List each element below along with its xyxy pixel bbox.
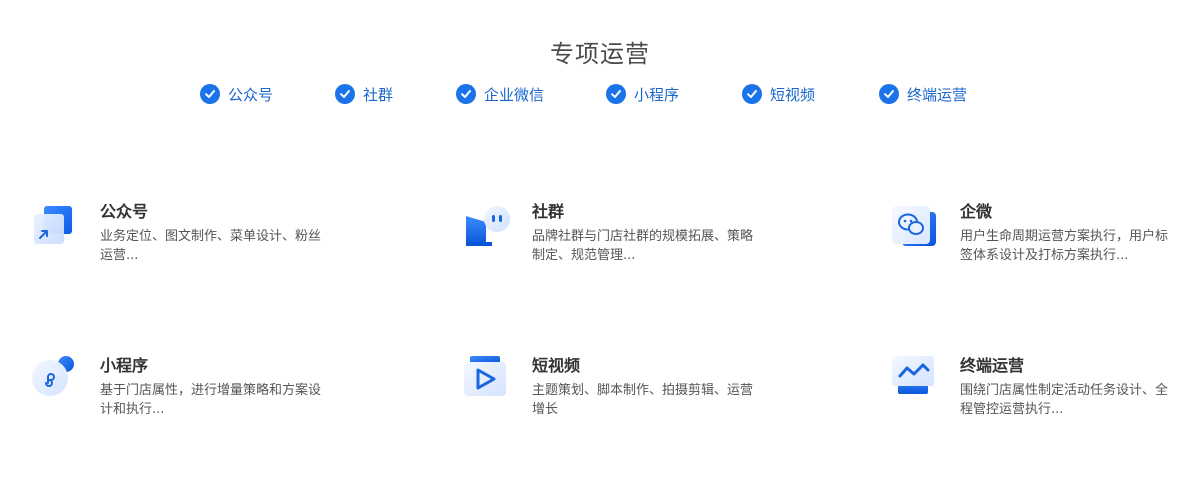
card-title: 短视频 <box>532 356 581 375</box>
tag-label: 企业微信 <box>484 85 545 104</box>
community-chat-icon <box>464 202 512 250</box>
check-circle-icon <box>742 84 762 104</box>
tag-terminal-operation[interactable]: 终端运营 <box>879 82 967 106</box>
card-desc: 主题策划、脚本制作、拍摄剪辑、运营增长 <box>532 383 754 417</box>
tag-label: 小程序 <box>634 85 680 104</box>
card-title: 社群 <box>532 202 565 221</box>
card-title: 小程序 <box>100 356 149 375</box>
service-tags: 公众号 社群 企业微信 小程序 短视频 终端运营 <box>0 82 1200 106</box>
card-mini-program[interactable]: 小程序 基于门店属性，进行增量策略和方案设计和执行... <box>32 352 332 432</box>
card-desc: 用户生命周期运营方案执行，用户标签体系设计及打标方案执行... <box>960 229 1169 263</box>
official-account-icon <box>32 202 80 250</box>
tag-wecom[interactable]: 企业微信 <box>456 82 544 106</box>
tag-label: 公众号 <box>228 85 274 104</box>
card-title: 公众号 <box>100 202 149 221</box>
check-circle-icon <box>606 84 626 104</box>
card-desc: 品牌社群与门店社群的规模拓展、策略制定、规范管理... <box>532 229 754 263</box>
short-video-icon <box>464 356 512 404</box>
tag-label: 短视频 <box>770 85 816 104</box>
tag-community[interactable]: 社群 <box>335 82 393 106</box>
card-community[interactable]: 社群 品牌社群与门店社群的规模拓展、策略制定、规范管理... <box>464 198 764 278</box>
check-circle-icon <box>200 84 220 104</box>
card-wecom[interactable]: 企微 用户生命周期运营方案执行，用户标签体系设计及打标方案执行... <box>892 198 1192 278</box>
tag-mini-program[interactable]: 小程序 <box>606 82 679 106</box>
terminal-trend-icon <box>892 356 940 404</box>
card-terminal-operation[interactable]: 终端运营 围绕门店属性制定活动任务设计、全程管控运营执行... <box>892 352 1192 432</box>
card-desc: 基于门店属性，进行增量策略和方案设计和执行... <box>100 383 322 417</box>
page-title: 专项运营 <box>550 40 650 68</box>
tag-short-video[interactable]: 短视频 <box>742 82 815 106</box>
card-official-account[interactable]: 公众号 业务定位、图文制作、菜单设计、粉丝运营... <box>32 198 332 278</box>
check-circle-icon <box>456 84 476 104</box>
tag-official-account[interactable]: 公众号 <box>200 82 273 106</box>
tag-label: 终端运营 <box>907 85 968 104</box>
check-circle-icon <box>335 84 355 104</box>
card-desc: 业务定位、图文制作、菜单设计、粉丝运营... <box>100 229 322 263</box>
card-short-video[interactable]: 短视频 主题策划、脚本制作、拍摄剪辑、运营增长 <box>464 352 764 432</box>
card-title: 终端运营 <box>960 356 1025 375</box>
tag-label: 社群 <box>363 85 394 104</box>
card-desc: 围绕门店属性制定活动任务设计、全程管控运营执行... <box>960 383 1169 417</box>
card-title: 企微 <box>960 202 993 221</box>
wecom-icon <box>892 202 940 250</box>
check-circle-icon <box>879 84 899 104</box>
mini-program-icon <box>32 356 80 404</box>
